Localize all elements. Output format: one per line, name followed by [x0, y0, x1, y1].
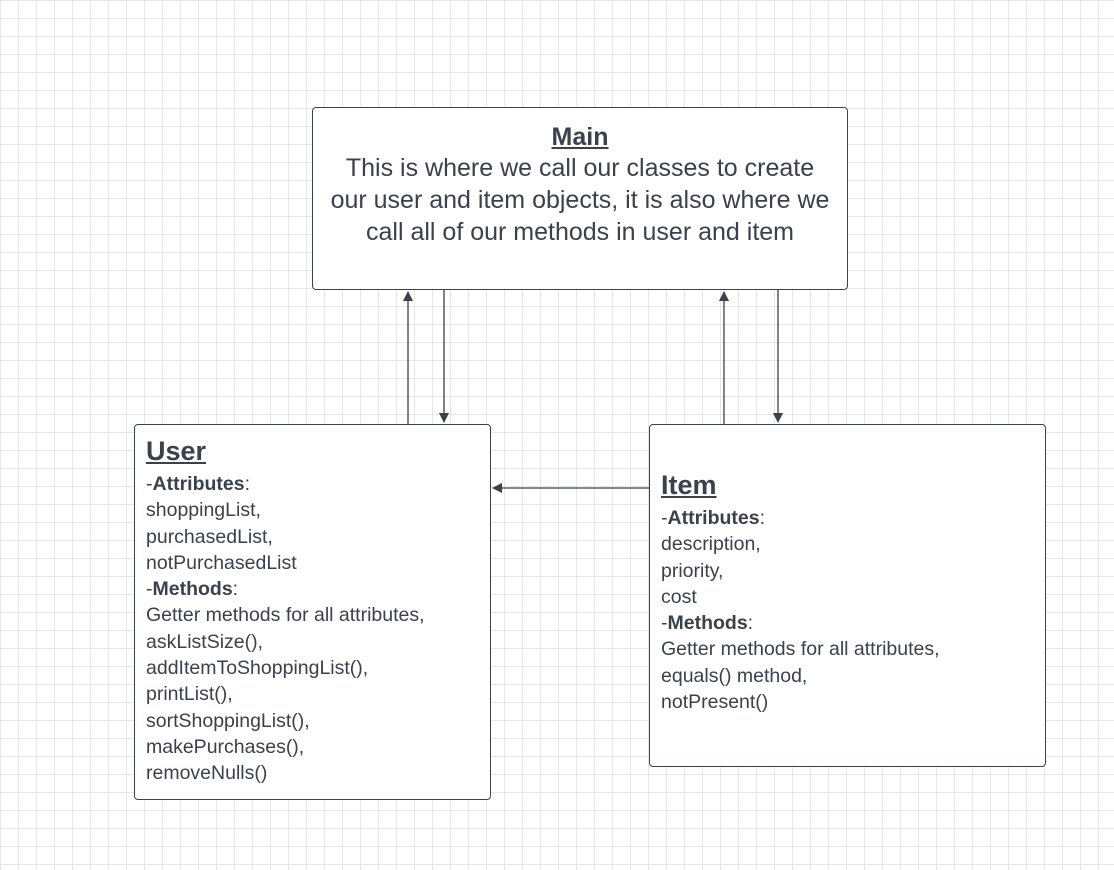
user-attributes-heading: -Attributes:: [146, 473, 251, 495]
item-attribute: cost: [661, 585, 697, 608]
user-class-box[interactable]: User -Attributes: shoppingList, purchase…: [134, 424, 491, 800]
user-method: printList(),: [146, 683, 233, 706]
item-attribute: priority,: [661, 559, 724, 582]
user-attribute: notPurchasedList: [146, 551, 297, 574]
item-method: Getter methods for all attributes,: [661, 638, 940, 661]
main-class-description: This is where we call our classes to cre…: [330, 154, 830, 246]
user-method: removeNulls(): [146, 762, 268, 785]
item-attributes-heading: -Attributes:: [661, 507, 766, 529]
user-method: addItemToShoppingList(),: [146, 657, 369, 680]
user-method: makePurchases(),: [146, 735, 305, 758]
item-method: notPresent(): [661, 691, 769, 714]
item-methods-heading: -Methods:: [661, 612, 754, 635]
user-method: Getter methods for all attributes,: [146, 604, 425, 627]
user-attribute: shoppingList,: [146, 499, 261, 522]
main-class-title: Main: [551, 123, 609, 151]
user-attribute: purchasedList,: [146, 525, 273, 548]
item-method: equals() method,: [661, 664, 808, 687]
user-class-title: User: [146, 436, 207, 466]
user-method: sortShoppingList(),: [146, 709, 310, 732]
user-method: askListSize(),: [146, 630, 264, 653]
item-class-title: Item: [661, 470, 717, 500]
user-methods-heading: -Methods:: [146, 578, 239, 601]
item-attribute: description,: [661, 533, 761, 556]
main-class-box[interactable]: Main This is where we call our classes t…: [312, 107, 848, 290]
item-class-box[interactable]: Item -Attributes: description, priority,…: [649, 424, 1046, 767]
